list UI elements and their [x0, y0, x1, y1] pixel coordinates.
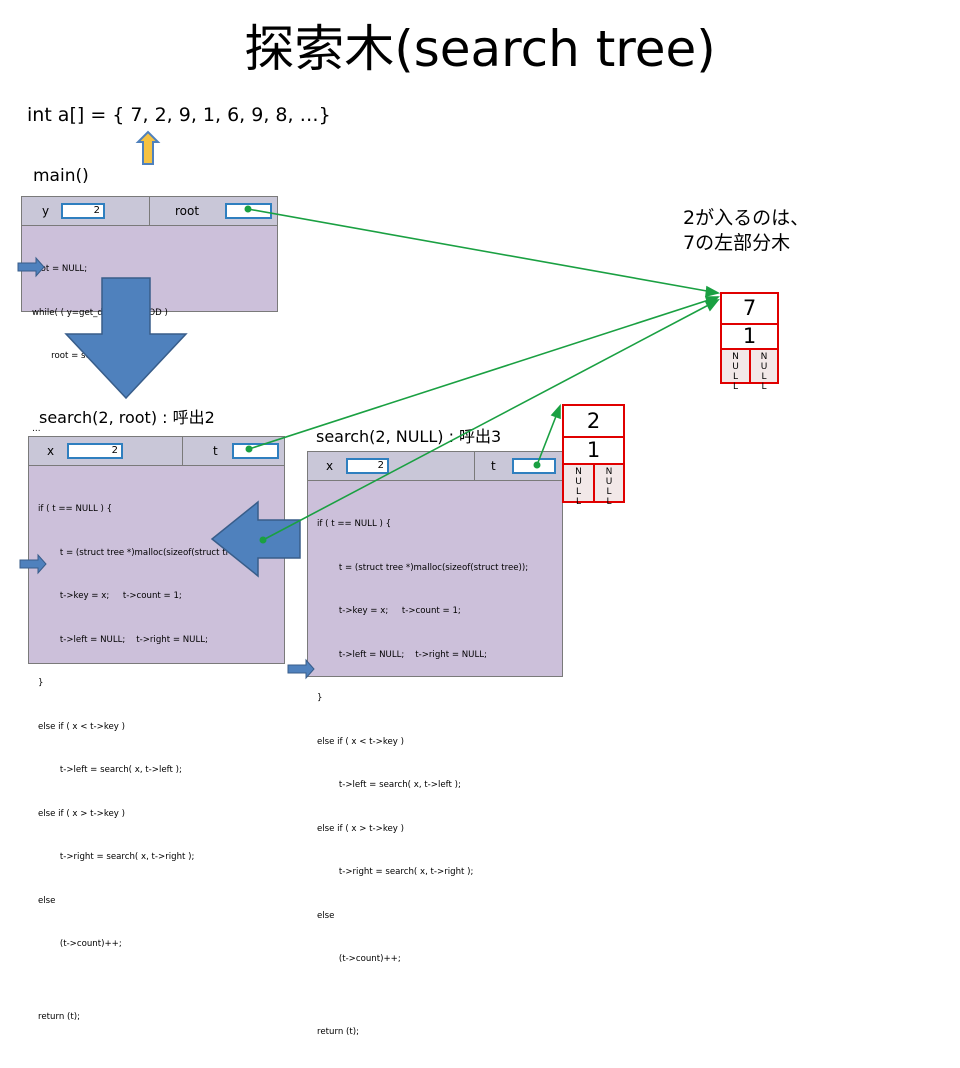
header-divider	[149, 197, 150, 225]
return-pointer-line	[262, 299, 719, 541]
code-line: else if ( x < t->key )	[38, 721, 125, 732]
code-line: t->left = NULL; t->right = NULL;	[317, 649, 487, 660]
main-label: main()	[33, 166, 89, 186]
code-line: return (t);	[38, 1011, 80, 1022]
pointer-origin-dot	[244, 205, 252, 213]
code-line: (t->count)++;	[317, 954, 401, 964]
code-line: t->key = x; t->count = 1;	[317, 606, 461, 616]
t2-pointer-line	[248, 296, 719, 450]
var-x-label: x	[47, 444, 55, 458]
var-root-label: root	[175, 204, 200, 218]
call3-frame: x 2 t if ( t == NULL ) { t = (struct tre…	[307, 451, 563, 1037]
root-pointer-line	[247, 208, 719, 294]
code-line: (t->count)++;	[38, 939, 122, 949]
var-x-label: x	[326, 459, 334, 473]
code-line: }	[38, 678, 44, 688]
header-divider	[474, 452, 475, 480]
code-line: return (t);	[317, 1026, 359, 1037]
code-line: t->left = search( x, t->left );	[317, 780, 461, 790]
insert-note: 2が入るのは、 7の左部分木	[683, 206, 809, 255]
exec-marker-arrow	[19, 553, 47, 575]
node-key: 7	[720, 292, 779, 325]
code-line: else	[38, 895, 56, 906]
pointer-origin-dot	[533, 461, 541, 469]
code-line: else	[317, 910, 335, 921]
pointer-arrowhead	[705, 285, 721, 298]
call3-frame-header: x 2 t	[308, 452, 562, 481]
pointer-arrowhead	[550, 403, 561, 420]
main-frame-header: y 2 root	[22, 197, 277, 226]
header-divider	[182, 437, 183, 465]
code-line: if ( t == NULL ) {	[317, 519, 392, 529]
yellow-up-arrow	[135, 130, 161, 165]
exec-marker-arrow	[287, 658, 315, 680]
code-line: t = (struct tree *)malloc(sizeof(struct …	[317, 562, 529, 573]
var-x-value: 2	[346, 458, 389, 474]
code-line: t->left = search( x, t->left );	[38, 765, 182, 775]
call3-label: search(2, NULL) : 呼出3	[316, 427, 502, 446]
var-x-value: 2	[67, 443, 123, 459]
code-line: else if ( x > t->key )	[38, 808, 125, 819]
var-y-label: y	[42, 204, 50, 218]
code-line: …	[32, 423, 41, 434]
call2-frame-header: x 2 t	[29, 437, 284, 466]
var-t-label: t	[213, 444, 218, 458]
big-down-arrow	[64, 277, 188, 400]
code-line: }	[317, 693, 323, 703]
page-title: 探索木(search tree)	[244, 20, 716, 78]
big-left-arrow	[210, 500, 301, 578]
code-line: t->key = x; t->count = 1;	[38, 591, 182, 601]
insert-note-line2: 7の左部分木	[683, 231, 791, 254]
array-declaration: int a[] = { 7, 2, 9, 1, 6, 9, 8, …}	[27, 104, 331, 126]
insert-note-line1: 2が入るのは、	[683, 207, 810, 229]
exec-marker-arrow	[17, 256, 45, 278]
code-line: if ( t == NULL ) {	[38, 504, 113, 514]
call2-label: search(2, root) : 呼出2	[39, 408, 215, 427]
var-y-value: 2	[61, 203, 105, 219]
pointer-origin-dot	[259, 536, 267, 544]
diagram-overlay	[17, 130, 721, 680]
node-count: 1	[562, 436, 625, 465]
code-line: t->right = search( x, t->right );	[38, 852, 195, 862]
code-line: t->right = search( x, t->right );	[317, 867, 474, 877]
var-t-label: t	[491, 459, 496, 473]
pointer-arrowhead	[704, 298, 720, 312]
pointer-origin-dot	[245, 445, 253, 453]
code-line: else if ( x < t->key )	[317, 736, 404, 747]
code-line: else if ( x > t->key )	[317, 823, 404, 834]
t-pointer-box	[232, 443, 279, 459]
code-line: t->left = NULL; t->right = NULL;	[38, 634, 208, 645]
